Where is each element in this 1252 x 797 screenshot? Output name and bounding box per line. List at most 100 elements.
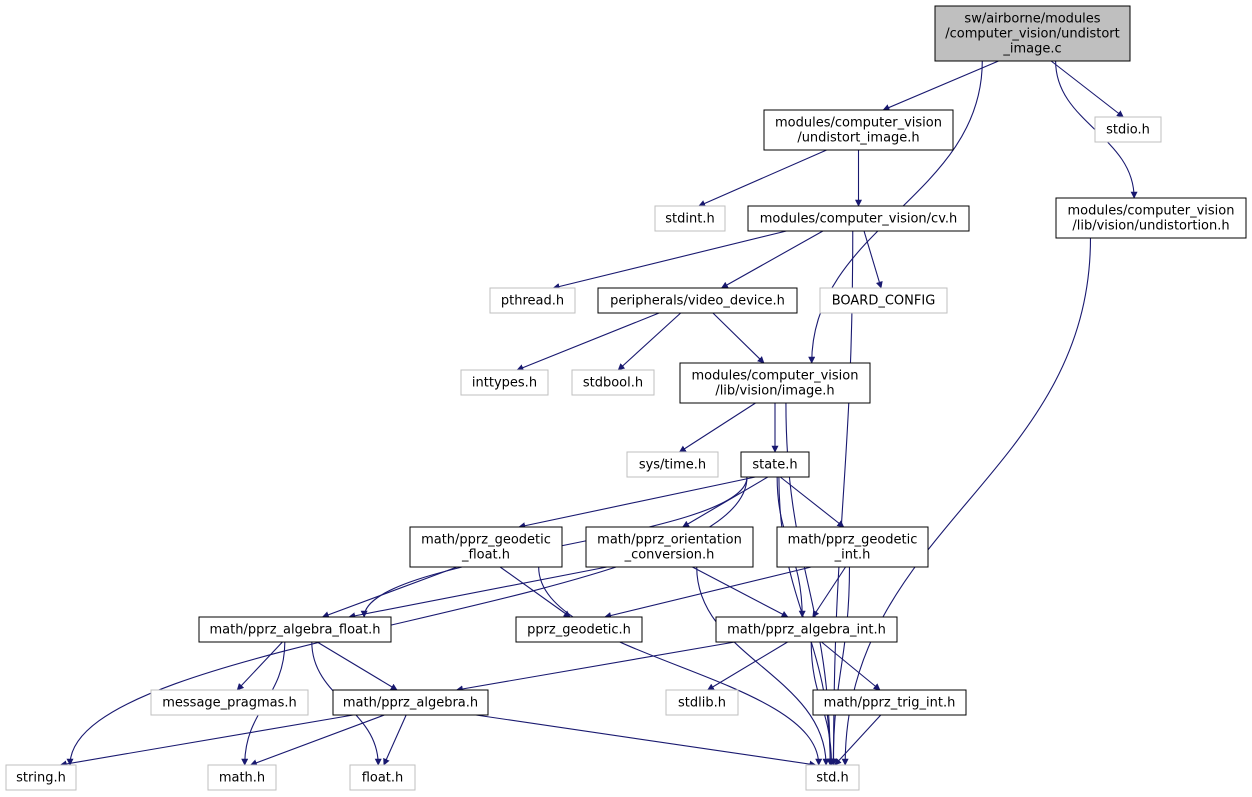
edge-geo_int-to-pprz_geodetic xyxy=(604,566,812,619)
node-orient_conv[interactable]: math/pprz_orientation_conversion.h xyxy=(585,526,754,568)
node-video_device[interactable]: peripherals/video_device.h xyxy=(597,287,798,314)
node-box xyxy=(515,616,643,643)
node-geo_float[interactable]: math/pprz_geodetic_float.h xyxy=(409,526,563,568)
node-pprz_geodetic[interactable]: pprz_geodetic.h xyxy=(515,616,643,643)
node-box xyxy=(460,369,549,396)
node-box xyxy=(665,689,739,716)
node-box xyxy=(409,526,563,568)
edge-video_device-to-image_h xyxy=(712,312,765,364)
node-geo_int[interactable]: math/pprz_geodetic_int.h xyxy=(776,526,929,568)
node-label-line: BOARD_CONFIG xyxy=(832,294,936,309)
node-alg_float[interactable]: math/pprz_algebra_float.h xyxy=(198,616,392,643)
node-undistort_h[interactable]: modules/computer_vision/undistort_image.… xyxy=(763,109,954,151)
node-box xyxy=(489,287,576,314)
node-label-line: _conversion.h xyxy=(624,548,715,563)
node-label-line: std.h xyxy=(816,771,849,786)
edge-root-to-stdio xyxy=(1050,60,1124,118)
edge-orient_conv-to-std xyxy=(696,566,830,766)
node-label-line: _float.h xyxy=(461,548,510,563)
node-label-line: modules/computer_vision xyxy=(692,369,859,384)
node-label-line: message_pragmas.h xyxy=(162,696,297,711)
node-box xyxy=(805,764,860,791)
node-alg[interactable]: math/pprz_algebra.h xyxy=(332,689,489,716)
edge-alg_float-to-alg xyxy=(316,641,398,691)
node-label-line: pthread.h xyxy=(501,294,564,309)
node-box xyxy=(934,5,1131,62)
node-label-line: math.h xyxy=(219,771,265,786)
edge-alg-to-math xyxy=(249,714,385,767)
node-label-line: math/pprz_algebra_float.h xyxy=(210,623,381,638)
node-label-line: modules/computer_vision xyxy=(1068,204,1235,219)
node-label-line: peripherals/video_device.h xyxy=(610,294,785,309)
node-image_h[interactable]: modules/computer_vision/lib/vision/image… xyxy=(679,362,871,404)
node-string: string.h xyxy=(5,764,77,791)
node-label-line: /undistort_image.h xyxy=(797,131,919,146)
node-state_h[interactable]: state.h xyxy=(740,451,810,478)
edge-geo_float-to-pprz_geodetic xyxy=(499,566,571,618)
node-label-line: math/pprz_geodetic xyxy=(788,533,918,548)
edge-cv_h-to-board_config xyxy=(863,230,883,289)
node-label-line: pprz_geodetic.h xyxy=(527,623,631,638)
edge-state_h-to-string xyxy=(66,476,748,766)
node-label-line: state.h xyxy=(752,458,797,473)
node-box xyxy=(5,764,77,791)
node-label-line: stdlib.h xyxy=(678,696,726,711)
edge-alg_int-to-alg xyxy=(455,641,735,693)
edge-alg_int-to-trig_int xyxy=(821,641,881,691)
node-box xyxy=(1055,197,1247,239)
edge-alg-to-std xyxy=(475,714,817,768)
edge-geo_float-to-alg_float xyxy=(321,566,458,619)
node-root[interactable]: sw/airborne/modules/computer_vision/undi… xyxy=(934,5,1131,62)
edge-geo_int-to-std xyxy=(829,566,851,766)
node-box xyxy=(679,362,871,404)
node-std: std.h xyxy=(805,764,860,791)
edge-video_device-to-inttypes xyxy=(516,312,660,371)
node-label-line: /computer_vision/undistort xyxy=(945,27,1119,42)
edge-cv_h-to-pthread xyxy=(552,230,787,290)
node-box xyxy=(747,205,970,232)
edge-alg_int-to-stdlib xyxy=(707,641,788,691)
node-box xyxy=(1094,116,1162,143)
edge-alg-to-string xyxy=(59,714,354,768)
node-box xyxy=(597,287,798,314)
node-label-line: stdio.h xyxy=(1106,123,1150,138)
edge-geo_float-to-std xyxy=(538,566,823,766)
node-undistortion_h[interactable]: modules/computer_vision/lib/vision/undis… xyxy=(1055,197,1247,239)
node-label-line: /lib/vision/image.h xyxy=(715,384,834,399)
node-cv_h[interactable]: modules/computer_vision/cv.h xyxy=(747,205,970,232)
node-stdint: stdint.h xyxy=(654,205,726,232)
edge-trig_int-to-std xyxy=(834,714,882,766)
node-float: float.h xyxy=(349,764,416,791)
node-alg_int[interactable]: math/pprz_algebra_int.h xyxy=(715,616,898,643)
node-box xyxy=(763,109,954,151)
node-label-line: math/pprz_orientation xyxy=(597,533,742,548)
edge-alg_float-to-msg_pragmas xyxy=(236,641,283,691)
edge-cv_h-to-std xyxy=(830,230,854,766)
node-box xyxy=(715,616,898,643)
node-box xyxy=(812,689,967,716)
node-label-line: math/pprz_algebra_int.h xyxy=(727,623,886,638)
node-label-line: sys/time.h xyxy=(639,458,706,473)
node-box xyxy=(349,764,416,791)
node-board_config: BOARD_CONFIG xyxy=(819,287,948,314)
node-trig_int[interactable]: math/pprz_trig_int.h xyxy=(812,689,967,716)
node-box xyxy=(332,689,489,716)
node-box xyxy=(198,616,392,643)
edge-undistort_h-to-stdint xyxy=(698,149,827,207)
node-label-line: modules/computer_vision/cv.h xyxy=(760,212,958,227)
node-inttypes: inttypes.h xyxy=(460,369,549,396)
node-label-line: math/pprz_geodetic xyxy=(421,533,551,548)
node-label-line: /lib/vision/undistortion.h xyxy=(1072,219,1229,234)
node-label-line: math/pprz_algebra.h xyxy=(343,696,478,711)
node-label-line: inttypes.h xyxy=(472,376,537,391)
edge-geo_int-to-alg_int xyxy=(812,566,847,618)
node-label-line: stdbool.h xyxy=(583,376,643,391)
edge-video_device-to-stdbool xyxy=(617,312,682,371)
node-box xyxy=(207,764,277,791)
node-stdbool: stdbool.h xyxy=(571,369,655,396)
edge-alg-to-float xyxy=(383,714,407,766)
node-box xyxy=(776,526,929,568)
node-box xyxy=(819,287,948,314)
node-stdlib: stdlib.h xyxy=(665,689,739,716)
